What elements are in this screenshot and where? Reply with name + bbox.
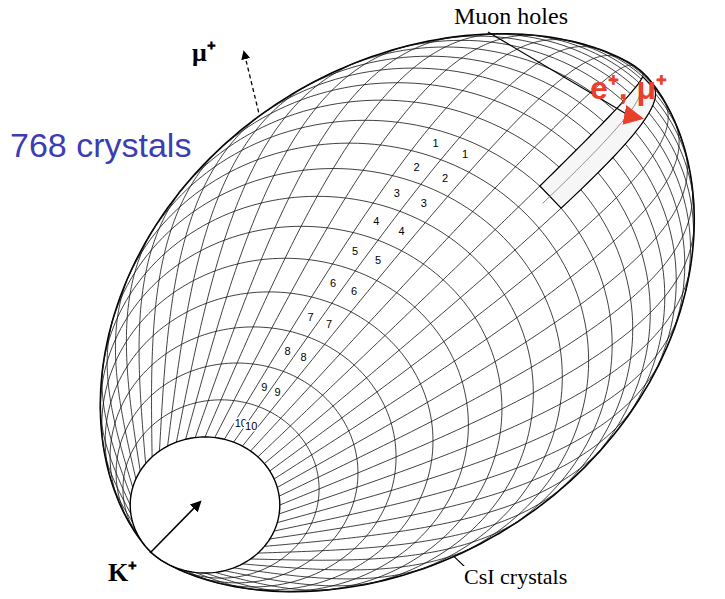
crystal-edge	[251, 65, 636, 451]
crystal-ring	[102, 196, 533, 393]
callout-number: 7	[325, 318, 333, 329]
crystal-ring	[315, 409, 502, 591]
beam-hole	[130, 437, 280, 573]
crystal-edge	[270, 399, 639, 539]
crystal-ring	[670, 265, 684, 339]
crystal-edge	[258, 72, 643, 457]
callout-number: 4	[397, 225, 405, 236]
crystal-ring	[412, 377, 563, 573]
callout-number: 6	[350, 286, 358, 297]
callout-number: 1	[461, 149, 469, 160]
callout-number: 8	[283, 346, 291, 357]
crystal-ring	[486, 34, 694, 210]
crystal-edge	[126, 229, 153, 471]
crystal-ring	[550, 329, 633, 499]
crystal-edge	[215, 572, 336, 590]
crystal-edge	[277, 148, 687, 487]
crystal-edge	[224, 571, 383, 586]
crystal-edge	[234, 565, 432, 578]
muon-arrow	[244, 52, 259, 112]
barrel-outline	[100, 34, 694, 592]
crystal-edge	[139, 185, 185, 463]
crystal-edge	[186, 46, 409, 440]
crystal-ring	[391, 40, 691, 248]
crystal-ring	[127, 143, 588, 361]
crystal-ring	[178, 100, 633, 329]
crystal-ring	[215, 83, 650, 313]
particle-label: μ⁺	[190, 40, 218, 66]
callout-number: 8	[299, 352, 307, 363]
crystal-ring	[585, 313, 650, 467]
crystal-edge	[111, 479, 133, 523]
callout-number: 3	[420, 198, 428, 209]
callout-number: 2	[441, 172, 449, 183]
part-label: CsI crystals	[462, 566, 569, 588]
particle-label: K⁺	[106, 560, 139, 586]
crystal-edge	[100, 406, 130, 505]
crystal-ring	[362, 393, 533, 585]
callout-number: 1	[431, 138, 439, 149]
crystal-ring	[298, 56, 676, 280]
crystal-ring	[440, 36, 694, 233]
crystal-edge	[224, 40, 573, 440]
crystal-edge	[277, 310, 680, 523]
crystal-ring	[279, 425, 469, 592]
crystal-edge	[280, 221, 694, 505]
crystal-edge	[152, 145, 224, 457]
crystal-edge	[107, 318, 133, 487]
crystal-ring	[111, 169, 562, 377]
muon-hole-wall	[543, 89, 641, 203]
crystal-ring	[454, 361, 588, 557]
callout-number: 6	[329, 278, 337, 289]
beam-arrow	[150, 502, 200, 553]
callout-number: 7	[306, 311, 314, 322]
crystal-ring	[102, 258, 469, 448]
callout-number: 2	[413, 161, 421, 172]
callout-number: 9	[260, 381, 268, 392]
callout-number: 10	[244, 421, 258, 432]
crystal-ring	[100, 226, 502, 409]
crystal-edge	[215, 35, 540, 437]
crystal-edge	[102, 364, 131, 496]
part-label: Muon holes	[452, 4, 570, 28]
crystal-edge	[274, 356, 663, 531]
crystal-edge	[115, 272, 135, 479]
crystal-edge	[279, 264, 691, 513]
crystal-edge	[251, 517, 526, 560]
particle-arrow	[630, 116, 640, 118]
crystal-ring	[503, 345, 612, 531]
particle-label: e⁺, μ⁺	[588, 72, 669, 104]
callout-number: 5	[351, 246, 359, 257]
csi-barrel	[100, 34, 694, 592]
crystal-edge	[103, 445, 131, 514]
callout-number: 4	[372, 216, 380, 227]
callout-number: 9	[273, 386, 281, 397]
crystal-edge	[234, 47, 602, 443]
count-label: 768 crystals	[8, 128, 193, 162]
callout-number: 3	[393, 187, 401, 198]
callout-number: 5	[374, 255, 382, 266]
crystal-edge	[242, 55, 624, 446]
crystal-edge	[205, 34, 501, 437]
crystal-edge	[176, 61, 359, 442]
